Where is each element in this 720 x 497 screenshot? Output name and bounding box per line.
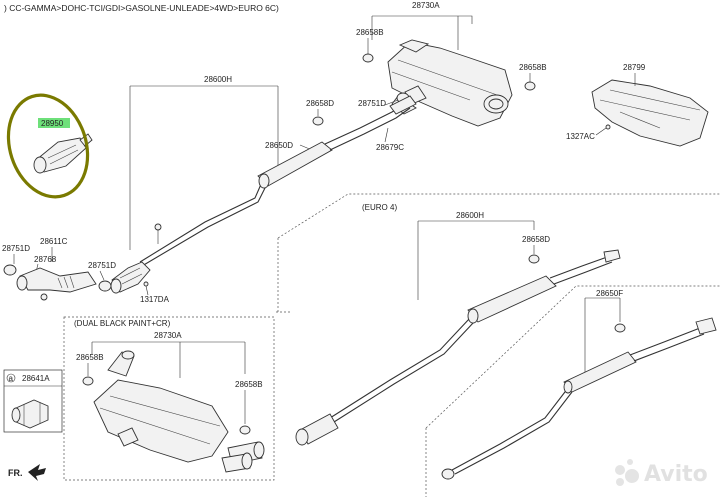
label-28658B-box-left: 28658B (76, 353, 104, 362)
legend-box (3, 369, 63, 433)
label-front: FR. (8, 468, 23, 478)
legend-a: a (9, 374, 14, 383)
bolt-icon (605, 124, 611, 130)
label-28600H-euro: 28600H (456, 211, 484, 220)
catalytic-converter-highlighted (33, 133, 93, 174)
rubber-hanger-top-right (524, 81, 536, 91)
label-28730A-top: 28730A (412, 1, 440, 10)
label-28751D-low: 28751D (88, 261, 116, 270)
front-pipe-flex (16, 267, 97, 301)
label-28658B-top-left: 28658B (356, 28, 384, 37)
rubber-hanger-main (312, 116, 324, 126)
highlight-circle (6, 93, 90, 199)
engine-spec-header: ) CC-GAMMA>DOHC-TCI/GDI>GASOLNE-UNLEADE>… (4, 3, 279, 13)
label-28641A: 28641A (22, 374, 50, 383)
label-28658B-box-right: 28658B (235, 380, 263, 389)
catalytic-converter-main (98, 261, 151, 294)
rubber-hanger-euro-sub (614, 323, 626, 333)
label-28768: 28768 (34, 255, 57, 264)
label-1317DA: 1317DA (140, 295, 170, 304)
bolt-icon-2 (143, 281, 149, 287)
watermark-text: Avito (644, 462, 708, 487)
euro4-sub-region (425, 285, 720, 497)
label-28658B-top-right: 28658B (519, 63, 547, 72)
rubber-hanger-box-left (82, 376, 94, 386)
heat-shield (591, 79, 709, 147)
euro4-sub-pipe-assembly (441, 317, 717, 480)
euro4-pipe-assembly (295, 249, 621, 446)
label-28730A-box: 28730A (154, 331, 182, 340)
clamp-bolt-icon (154, 223, 162, 231)
rubber-hanger-euro (528, 254, 540, 264)
center-pipe-and-muffler (139, 95, 417, 267)
label-euro4: (EURO 4) (362, 203, 397, 212)
clamp-part (11, 399, 49, 429)
label-1327AC: 1327AC (566, 132, 595, 141)
legend-circle (6, 373, 16, 383)
label-highlight-bg (38, 118, 70, 128)
label-28751D-mid: 28751D (358, 99, 386, 108)
label-28600H: 28600H (204, 75, 232, 84)
euro4-region (276, 193, 720, 313)
dual-paint-box (63, 316, 275, 481)
avito-watermark: Avito (615, 459, 708, 487)
label-28950: 28950 (41, 119, 64, 128)
label-28611C: 28611C (40, 237, 68, 246)
label-28658D: 28658D (306, 99, 334, 108)
label-28650D: 28650D (265, 141, 293, 150)
rear-muffler-assembly (387, 39, 513, 127)
label-28679C: 28679C (376, 143, 404, 152)
label-28799: 28799 (623, 63, 646, 72)
label-28751D-left: 28751D (2, 244, 30, 253)
dual-muffler (93, 350, 265, 473)
gasket-left (3, 264, 17, 276)
rubber-hanger-box-right (239, 425, 251, 435)
rubber-hanger-top-left (362, 53, 374, 63)
label-28650F: 28650F (596, 289, 623, 298)
label-28658D-euro: 28658D (522, 235, 550, 244)
label-dual-black-paint: (DUAL BLACK PAINT+CR) (74, 319, 171, 328)
front-arrow-icon (28, 464, 46, 481)
